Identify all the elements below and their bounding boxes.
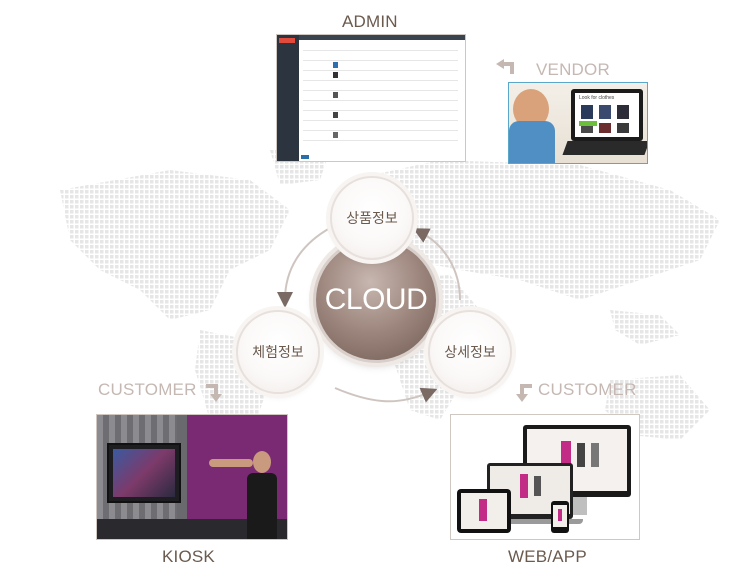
webapp-phone [551, 501, 569, 533]
admin-logo [279, 38, 295, 43]
kiosk-photo [96, 414, 288, 540]
cloud-label: CLOUD [324, 283, 428, 316]
cloud-core: CLOUD [316, 240, 436, 360]
customer-right-label: CUSTOMER [538, 380, 637, 399]
node-product-info: 상품정보 [332, 178, 412, 258]
kiosk-person-arm [209, 459, 253, 467]
webapp-monitor-stand [569, 497, 587, 515]
vendor-person-body [509, 121, 555, 163]
cycle-arrows [277, 227, 461, 403]
webapp-devices-photo [450, 414, 640, 540]
admin-screenshot [276, 34, 466, 162]
kiosk-person-head [253, 451, 271, 473]
node-product-info-label: 상품정보 [346, 210, 398, 226]
kiosk-screen [107, 443, 181, 503]
admin-table [303, 44, 458, 152]
admin-label: ADMIN [342, 12, 398, 31]
webapp-label: WEB/APP [508, 547, 587, 566]
admin-sidebar [277, 35, 299, 161]
customer-left-label: CUSTOMER [98, 380, 197, 399]
vendor-screen-heading: Look for clothes [579, 95, 615, 101]
vendor-keyboard [562, 141, 647, 155]
kiosk-floor [97, 519, 287, 539]
admin-topbar [299, 35, 465, 40]
vendor-photo: Look for clothes [508, 82, 648, 164]
kiosk-person-body [247, 473, 277, 539]
node-detail-info-label: 상세정보 [444, 344, 496, 360]
vendor-laptop: Look for clothes [571, 89, 643, 141]
node-experience-info: 체험정보 [238, 312, 318, 392]
node-experience-info-label: 체험정보 [252, 344, 304, 360]
webapp-tablet [457, 489, 511, 533]
webapp-monitor [523, 425, 631, 497]
node-detail-info: 상세정보 [430, 312, 510, 392]
vendor-arrow-icon [496, 59, 514, 74]
vendor-label: VENDOR [536, 60, 610, 79]
customer-right-arrow-icon [516, 384, 532, 402]
customer-left-arrow-icon [206, 384, 222, 402]
kiosk-label: KIOSK [162, 547, 215, 566]
